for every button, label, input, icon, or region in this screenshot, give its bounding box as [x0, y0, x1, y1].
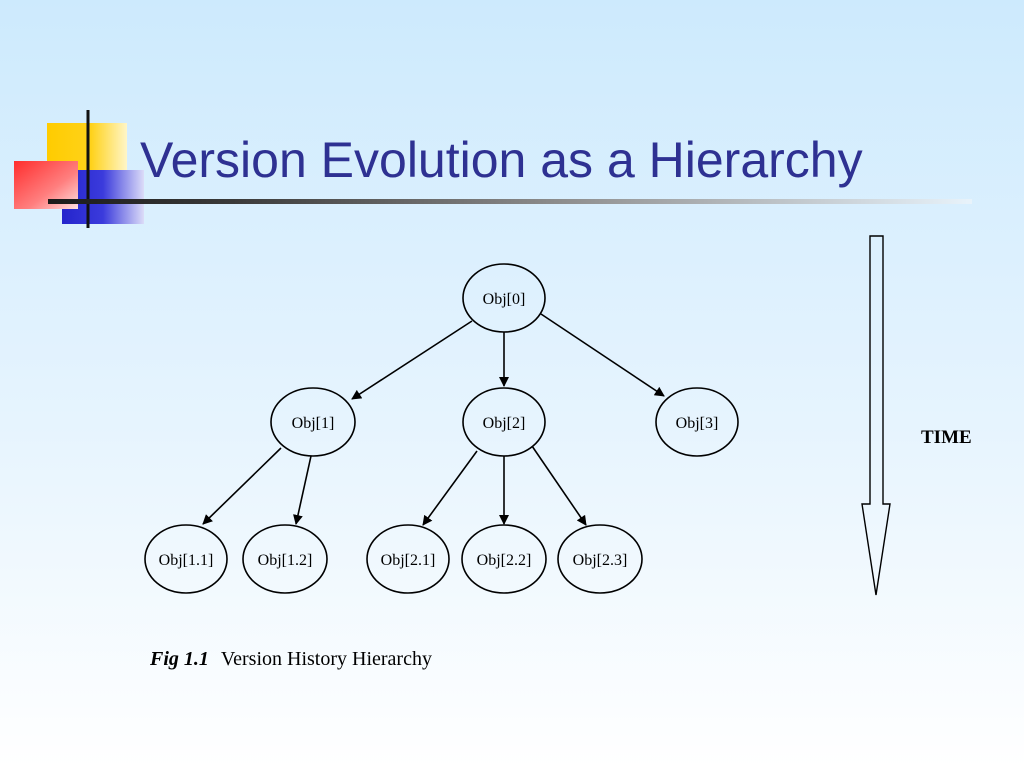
node-obj-0: Obj[0] — [462, 263, 546, 333]
slide-logo — [14, 110, 144, 228]
node-label: Obj[2.3] — [573, 552, 628, 569]
node-obj-1-2: Obj[1.2] — [242, 524, 328, 594]
node-obj-2-1: Obj[2.1] — [366, 524, 450, 594]
figure-caption: Fig 1.1 Version History Hierarchy — [150, 648, 432, 671]
node-label: Obj[1.1] — [159, 552, 214, 569]
node-obj-2: Obj[2] — [462, 387, 546, 457]
node-obj-2-2: Obj[2.2] — [461, 524, 547, 594]
node-label: Obj[2.2] — [477, 552, 532, 569]
figure-number: Fig 1.1 — [150, 648, 209, 670]
node-label: Obj[1] — [292, 415, 335, 432]
node-label: Obj[3] — [676, 415, 719, 432]
node-obj-3: Obj[3] — [655, 387, 739, 457]
node-obj-1-1: Obj[1.1] — [144, 524, 228, 594]
figure-caption-text: Version History Hierarchy — [220, 648, 432, 670]
edge-n2-n23 — [531, 445, 587, 526]
edge-n1-n12 — [293, 455, 312, 525]
node-label: Obj[1.2] — [258, 552, 313, 569]
edge-n2-n21 — [422, 450, 478, 526]
node-label: Obj[2] — [483, 415, 526, 432]
time-axis-label: TIME — [921, 427, 972, 448]
node-label: Obj[2.1] — [381, 552, 436, 569]
node-obj-1: Obj[1] — [270, 387, 356, 457]
edge-n0-n3 — [540, 313, 665, 397]
edges — [202, 313, 665, 526]
edge-n1-n11 — [202, 447, 282, 525]
edge-n0-n1 — [351, 320, 473, 400]
node-label: Obj[0] — [483, 291, 526, 308]
time-arrow-icon — [861, 235, 891, 596]
node-obj-2-3: Obj[2.3] — [557, 524, 643, 594]
slide-title: Version Evolution as a Hierarchy — [140, 132, 863, 188]
title-underline — [48, 199, 972, 204]
